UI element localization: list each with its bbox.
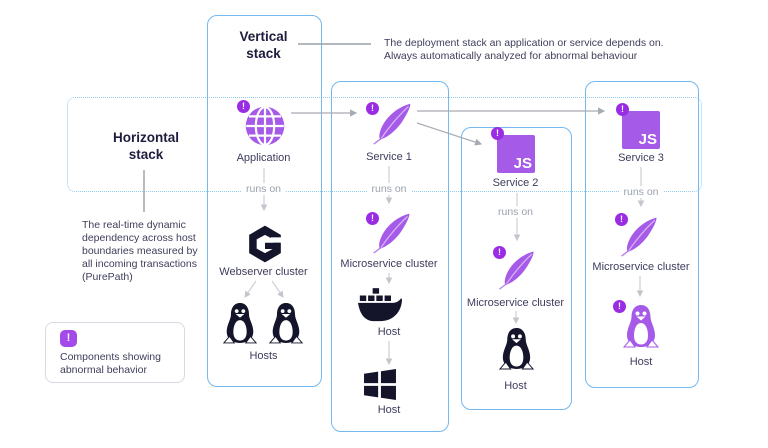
vertical-stack-title-line1: Vertical bbox=[239, 29, 288, 44]
alert-badge-icon: ! bbox=[613, 300, 626, 313]
horizontal-stack-title-line2: stack bbox=[128, 146, 164, 162]
service1-host-windows-label: Host bbox=[377, 404, 401, 416]
alert-badge-icon: ! bbox=[366, 212, 379, 225]
service2-label: Service 2 bbox=[492, 177, 539, 189]
alert-badge-icon: ! bbox=[366, 102, 379, 115]
vertical-stack-description-line1: The deployment stack an application or s… bbox=[384, 37, 664, 49]
alert-badge-icon: ! bbox=[616, 103, 629, 116]
legend-label-line2: abnormal behavior bbox=[60, 364, 147, 377]
vertical-stack-title: Vertical stack bbox=[207, 29, 320, 63]
service3-runs-on-label: runs on bbox=[585, 186, 697, 198]
horizontal-stack-title: Horizontal stack bbox=[77, 130, 215, 164]
service1-microservice-cluster-label: Microservice cluster bbox=[340, 258, 438, 270]
linux-penguin-icon bbox=[267, 302, 305, 344]
vertical-stack-description: The deployment stack an application or s… bbox=[384, 37, 734, 63]
alert-badge-icon: ! bbox=[237, 100, 250, 113]
linux-penguin-icon bbox=[221, 302, 259, 344]
horizontal-stack-description: The real-time dynamic dependency across … bbox=[82, 219, 198, 284]
service2-microservice-cluster-label: Microservice cluster bbox=[466, 297, 565, 309]
vertical-stack-title-line2: stack bbox=[246, 45, 281, 61]
service1-stack-box bbox=[331, 81, 449, 432]
horizontal-stack-title-line1: Horizontal bbox=[113, 130, 179, 145]
service2-host-label: Host bbox=[504, 380, 527, 392]
alert-badge-icon: ! bbox=[615, 213, 628, 226]
service2-stack-box bbox=[461, 127, 572, 410]
hosts-label: Hosts bbox=[249, 350, 278, 362]
windows-icon bbox=[363, 369, 397, 400]
service1-runs-on-label: runs on bbox=[331, 183, 447, 195]
service1-label: Service 1 bbox=[366, 151, 412, 163]
application-stack-box bbox=[207, 15, 322, 387]
service1-host-docker-label: Host bbox=[377, 326, 401, 338]
linux-penguin-icon bbox=[621, 304, 661, 348]
webserver-g-icon bbox=[245, 224, 285, 264]
application-runs-on-label: runs on bbox=[207, 183, 320, 195]
legend-label-line1: Components showing bbox=[60, 351, 161, 363]
docker-icon bbox=[358, 288, 402, 325]
service2-runs-on-label: runs on bbox=[461, 206, 570, 218]
globe-icon bbox=[243, 104, 287, 148]
vertical-stack-description-line2: Always automatically analyzed for abnorm… bbox=[384, 50, 638, 63]
service3-host-label: Host bbox=[629, 356, 653, 368]
alert-badge-icon: ! bbox=[491, 127, 504, 140]
javascript-icon: JS bbox=[622, 111, 660, 149]
alert-badge-icon: ! bbox=[60, 330, 77, 347]
service3-label: Service 3 bbox=[618, 152, 664, 164]
webserver-cluster-label: Webserver cluster bbox=[219, 266, 308, 278]
alert-badge-icon: ! bbox=[493, 246, 506, 259]
service3-microservice-cluster-label: Microservice cluster bbox=[592, 261, 690, 273]
service3-stack-box bbox=[585, 81, 699, 388]
javascript-icon: JS bbox=[497, 135, 535, 173]
legend-label: Components showing abnormal behavior bbox=[60, 351, 178, 377]
application-label: Application bbox=[236, 152, 291, 164]
linux-penguin-icon bbox=[497, 327, 536, 370]
